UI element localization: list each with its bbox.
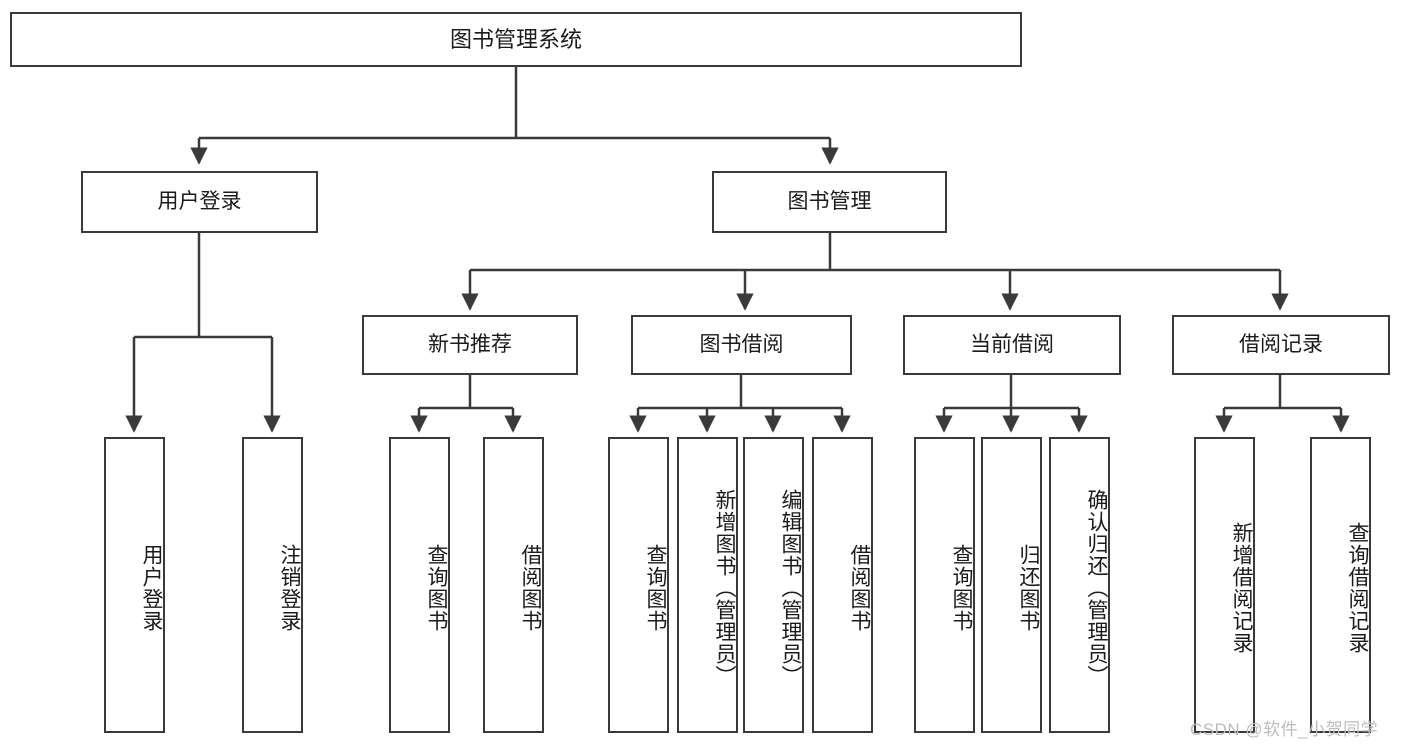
leaf-current-borrow-return[interactable]: 归还图书 — [981, 437, 1042, 733]
leaf-label: 归还图书 — [1017, 544, 1040, 632]
leaf-label: 确认归还（管理员） — [1085, 489, 1108, 687]
node-current-borrow-label: 当前借阅 — [970, 332, 1054, 356]
node-new-book-recommend-label: 新书推荐 — [428, 332, 512, 356]
leaf-book-borrow-query[interactable]: 查询图书 — [608, 437, 669, 733]
leaf-book-borrow-edit[interactable]: 编辑图书（管理员） — [743, 437, 804, 733]
leaf-book-borrow-borrow[interactable]: 借阅图书 — [812, 437, 873, 733]
leaf-label: 新增借阅记录 — [1230, 522, 1253, 654]
node-book-borrow-label: 图书借阅 — [699, 332, 784, 356]
leaf-label: 用户登录 — [140, 544, 163, 632]
leaf-label: 注销登录 — [278, 544, 301, 632]
leaf-book-borrow-add[interactable]: 新增图书（管理员） — [677, 437, 738, 733]
leaf-label: 借阅图书 — [519, 544, 542, 632]
leaf-current-borrow-query[interactable]: 查询图书 — [914, 437, 975, 733]
leaf-new-book-borrow[interactable]: 借阅图书 — [483, 437, 544, 733]
node-borrow-record[interactable]: 借阅记录 — [1172, 315, 1390, 375]
node-book-management[interactable]: 图书管理 — [712, 171, 947, 233]
leaf-user-login-login[interactable]: 用户登录 — [104, 437, 165, 733]
leaf-label: 查询图书 — [425, 544, 448, 632]
leaf-label: 查询借阅记录 — [1346, 522, 1369, 654]
leaf-new-book-query[interactable]: 查询图书 — [389, 437, 450, 733]
node-user-login[interactable]: 用户登录 — [81, 171, 318, 233]
node-current-borrow[interactable]: 当前借阅 — [903, 315, 1121, 375]
leaf-current-borrow-confirm-return[interactable]: 确认归还（管理员） — [1049, 437, 1110, 733]
leaf-label: 查询图书 — [644, 544, 667, 632]
node-borrow-record-label: 借阅记录 — [1239, 332, 1323, 356]
leaf-label: 借阅图书 — [848, 544, 871, 632]
node-root-label: 图书管理系统 — [449, 26, 582, 52]
leaf-label: 新增图书（管理员） — [713, 489, 736, 687]
node-book-management-label: 图书管理 — [787, 189, 872, 213]
leaf-label: 查询图书 — [950, 544, 973, 632]
leaf-borrow-record-query[interactable]: 查询借阅记录 — [1310, 437, 1371, 733]
node-new-book-recommend[interactable]: 新书推荐 — [362, 315, 578, 375]
node-root[interactable]: 图书管理系统 — [10, 12, 1022, 67]
leaf-user-login-logout[interactable]: 注销登录 — [242, 437, 303, 733]
csdn-watermark: CSDN @软件_小贺同学 — [1190, 720, 1379, 739]
leaf-borrow-record-add[interactable]: 新增借阅记录 — [1194, 437, 1255, 733]
leaf-label: 编辑图书（管理员） — [779, 489, 802, 687]
node-book-borrow[interactable]: 图书借阅 — [631, 315, 852, 375]
node-user-login-label: 用户登录 — [157, 189, 242, 213]
